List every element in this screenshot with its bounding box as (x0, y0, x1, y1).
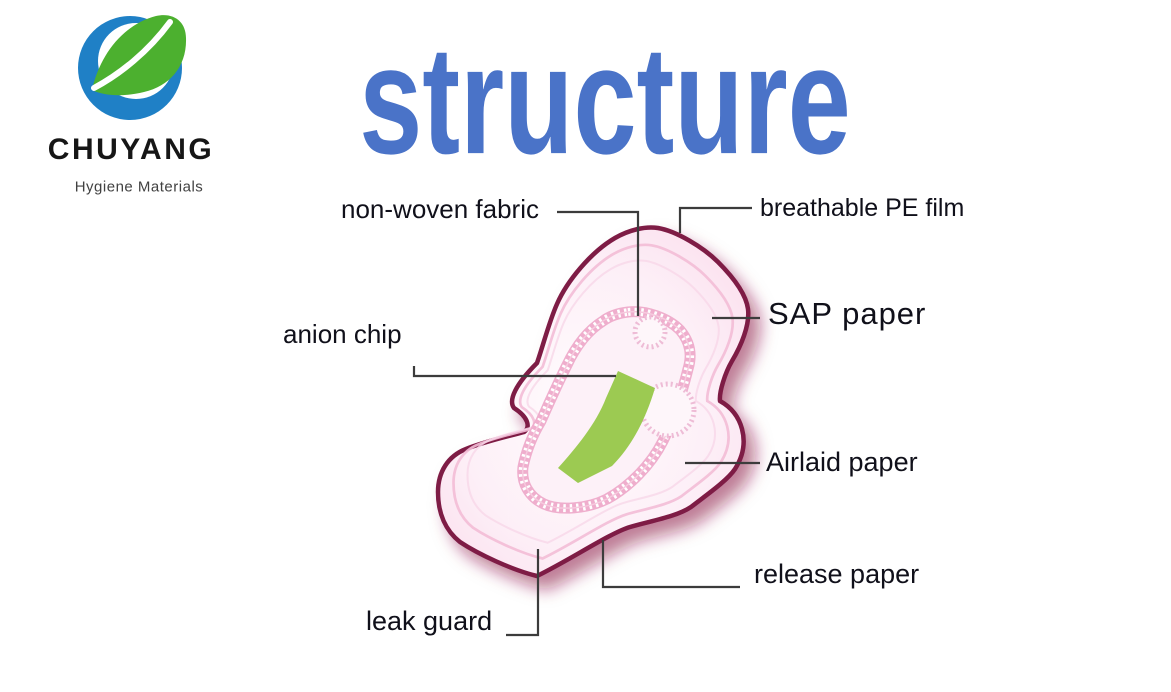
chuyang-logo-icon (78, 15, 187, 120)
connector-leak-guard (506, 549, 540, 637)
connector-release-paper (601, 540, 740, 589)
core-top-emboss (632, 314, 668, 350)
connector-lines (412, 206, 760, 637)
leaf-in-circle-icon (78, 15, 187, 120)
brand-tagline: Hygiene Materials (74, 178, 204, 196)
label-airlaid-paper: Airlaid paper (766, 447, 918, 477)
connector-breathable-pe-film (678, 206, 752, 233)
page-title: structure (359, 13, 851, 187)
brand-name: CHUYANG (47, 133, 215, 166)
anion-chip-shape (558, 371, 655, 483)
label-leak-guard: leak guard (366, 606, 493, 636)
label-release-paper: release paper (754, 559, 920, 589)
label-sap-paper: SAP paper (768, 296, 927, 331)
logo-leaf-vein (91, 19, 173, 91)
pad-illustration (438, 227, 748, 576)
label-anion-chip: anion chip (283, 319, 402, 349)
label-breathable-pe-film: breathable PE film (760, 194, 965, 222)
connector-anion-chip (412, 366, 616, 378)
label-non-woven-fabric: non-woven fabric (341, 194, 539, 224)
connector-non-woven-fabric (557, 210, 640, 316)
